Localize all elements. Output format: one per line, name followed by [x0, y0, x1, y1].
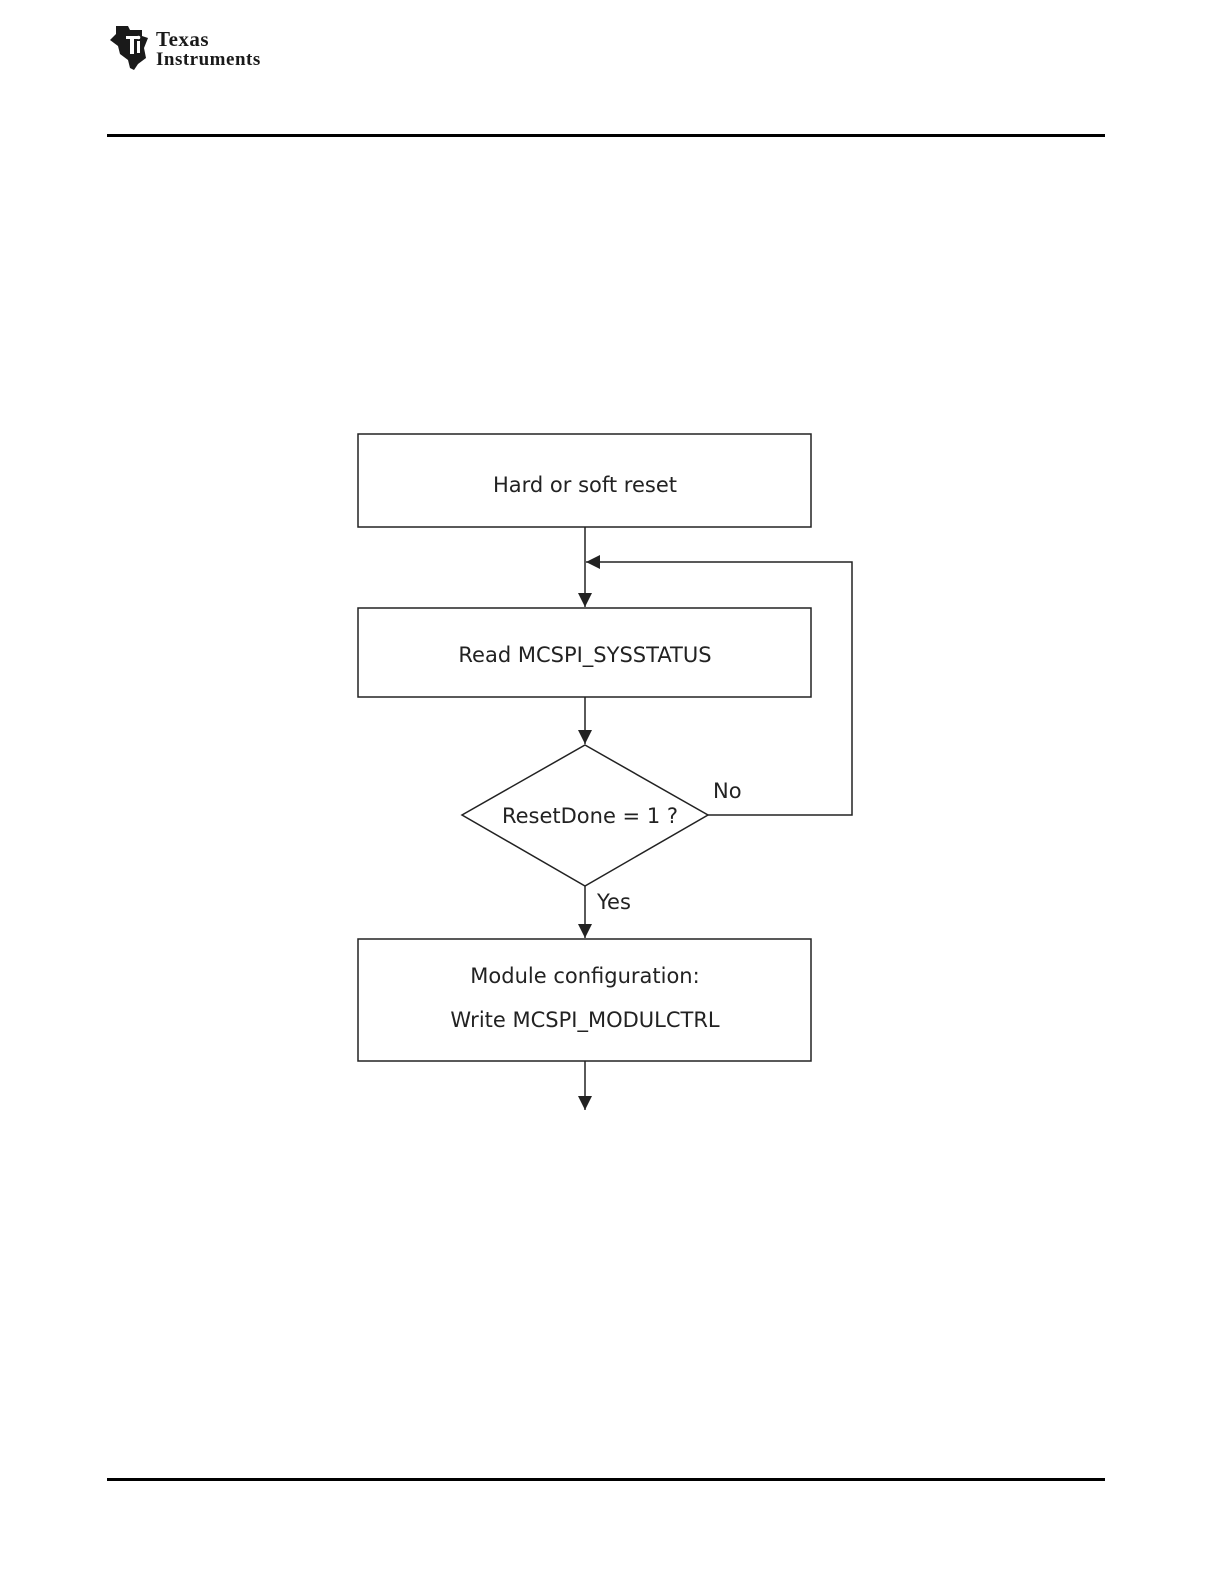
edge-yes-label: Yes [596, 890, 631, 914]
node-config-label-2: Write MCSPI_MODULCTRL [450, 1008, 720, 1033]
node-decision-label: ResetDone = 1 ? [502, 804, 678, 828]
edge-no-label: No [713, 779, 742, 803]
node-reset: Hard or soft reset [358, 434, 811, 527]
node-decision: ResetDone = 1 ? [462, 745, 708, 886]
node-config: Module configuration: Write MCSPI_MODULC… [358, 939, 811, 1061]
node-config-label-1: Module configuration: [470, 964, 699, 988]
footer-rule [107, 1478, 1105, 1481]
node-reset-label: Hard or soft reset [493, 473, 677, 497]
node-read-status: Read MCSPI_SYSSTATUS [358, 608, 811, 697]
node-read-status-label: Read MCSPI_SYSSTATUS [458, 643, 711, 668]
